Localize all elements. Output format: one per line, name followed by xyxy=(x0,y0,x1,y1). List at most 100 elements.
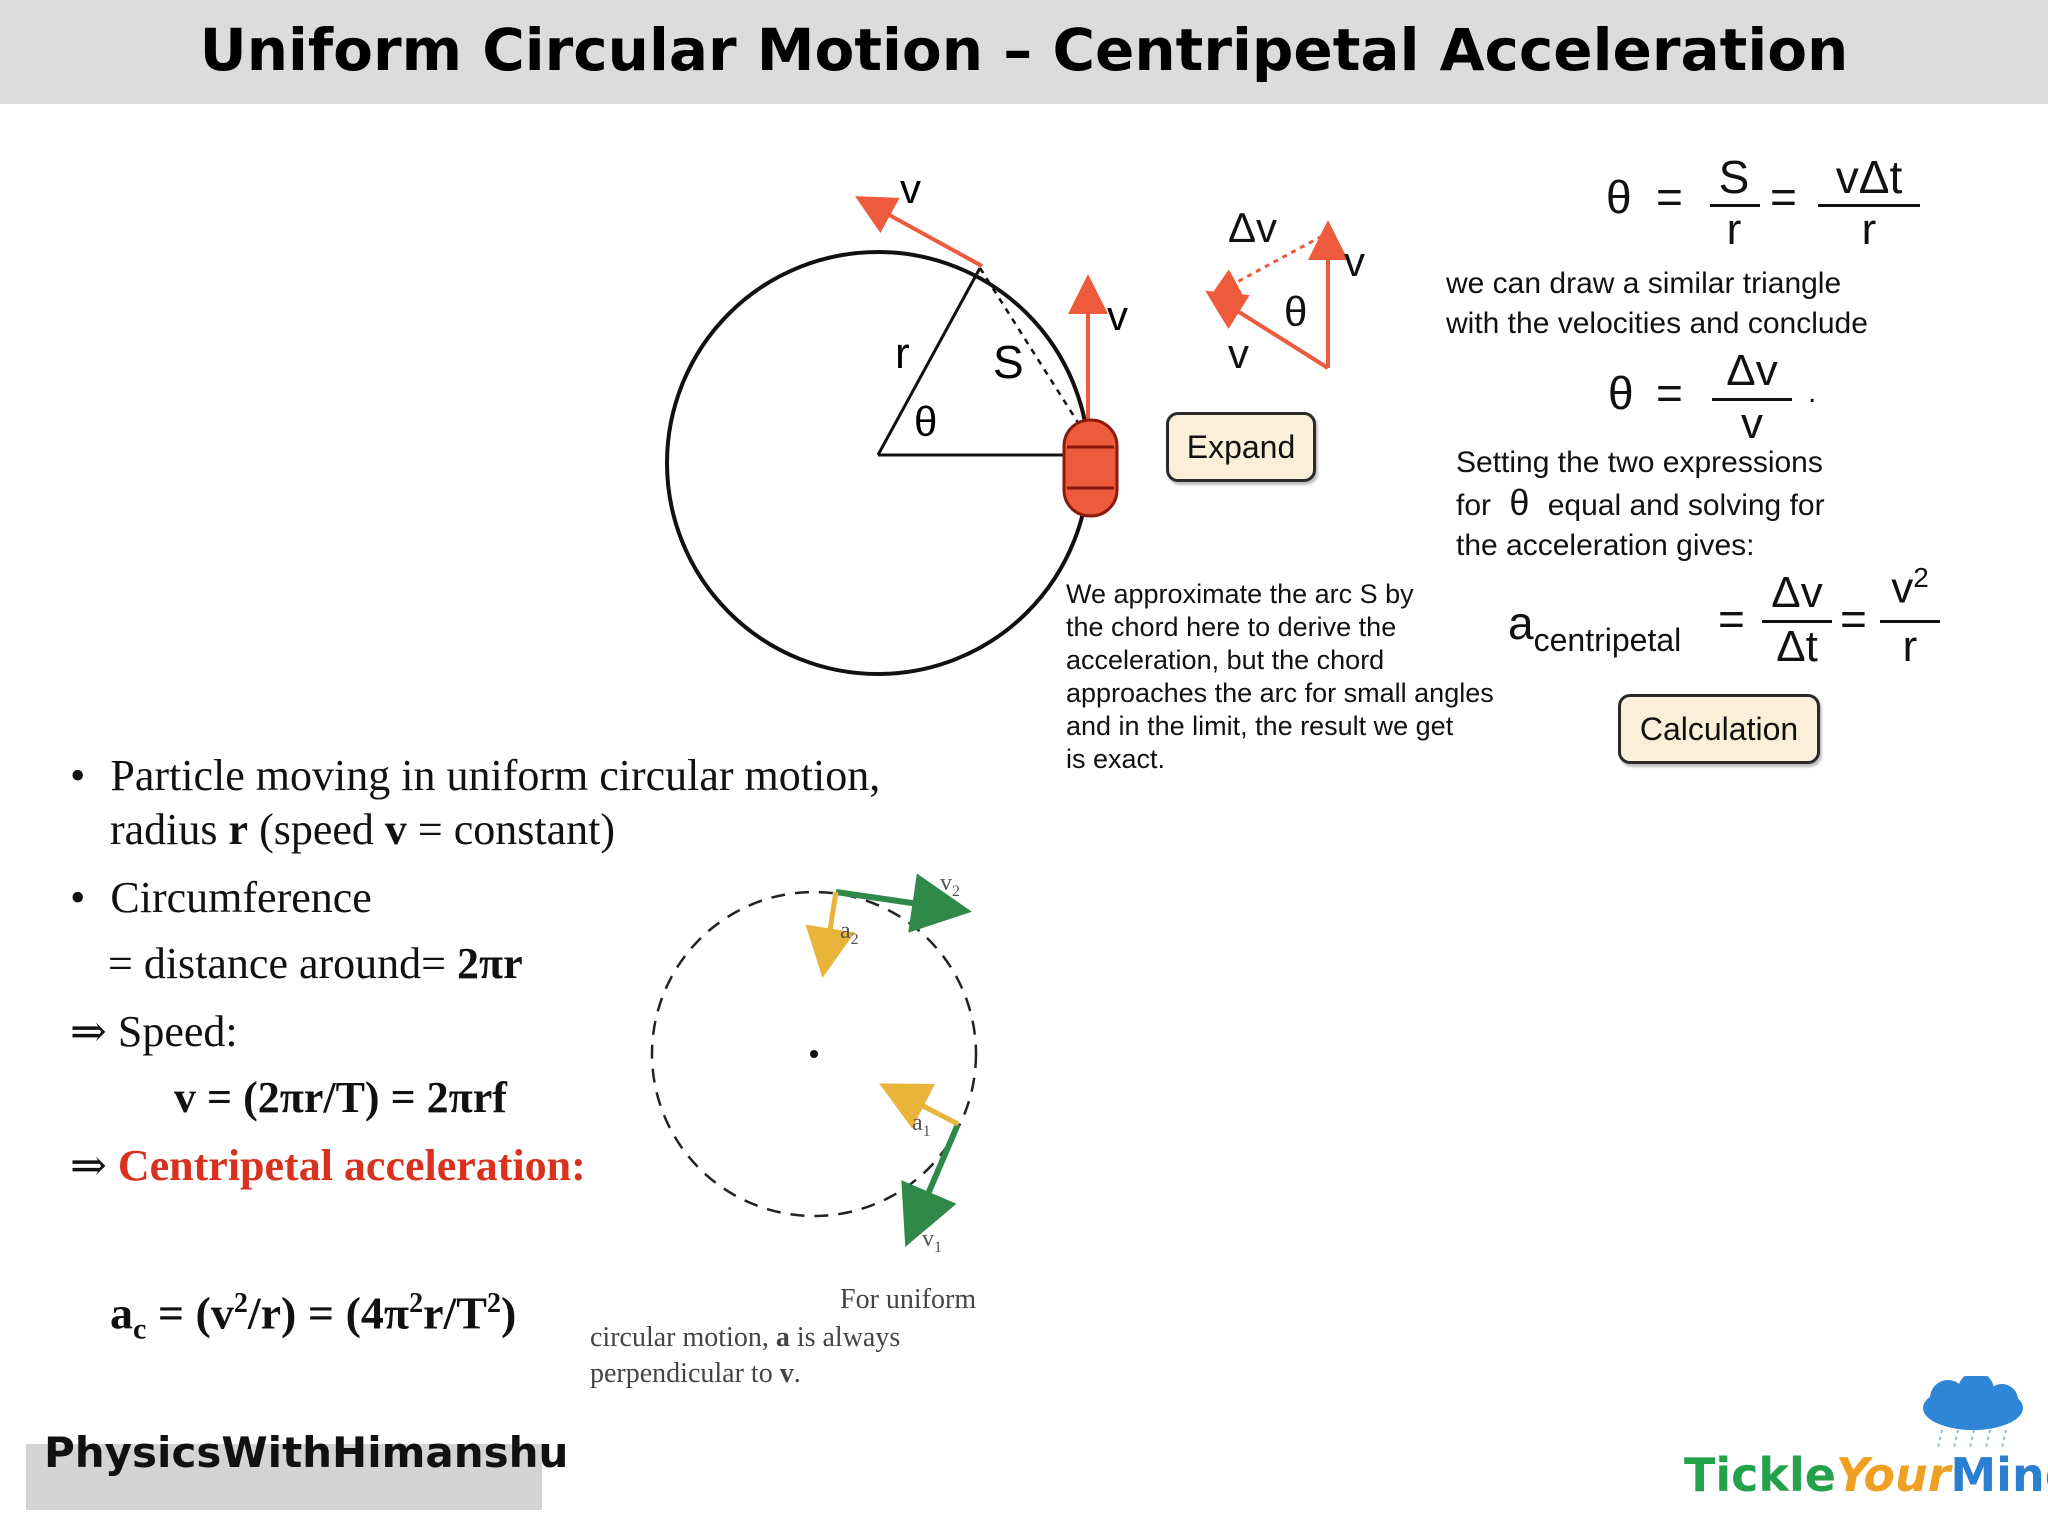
cloud-rain-icon xyxy=(1923,1376,2023,1448)
eq1-fraction-bar xyxy=(1818,204,1920,207)
bullet-text: Particle moving in uniform circular moti… xyxy=(110,751,881,800)
eq-part: = (v xyxy=(146,1287,234,1339)
car-icon xyxy=(1062,418,1119,518)
acceleration-a2-arrow xyxy=(805,891,855,978)
chord-line xyxy=(978,267,1091,441)
velocity-acceleration-diagram xyxy=(650,873,978,1248)
label-v-right: v xyxy=(1107,292,1128,339)
label-subscript: 1 xyxy=(922,1122,931,1140)
eq1-equals: = xyxy=(1656,171,1683,223)
page-title: Uniform Circular Motion – Centripetal Ac… xyxy=(199,16,1849,84)
eq3-equals: = xyxy=(1718,593,1745,645)
chord-note-line: We approximate the arc S by xyxy=(1066,579,1414,609)
eq-part: ) xyxy=(501,1287,517,1339)
label-base: a xyxy=(912,1110,923,1136)
speed-label: Speed: xyxy=(117,1007,238,1056)
eq3-a-base: a xyxy=(1508,597,1534,649)
caption-bold: v xyxy=(779,1358,794,1389)
bullet-text: Circumference xyxy=(110,873,372,922)
chord-note-line: is exact. xyxy=(1066,744,1166,774)
bullet-text: (speed xyxy=(248,805,385,854)
label-s: S xyxy=(993,336,1024,388)
note-line: the acceleration gives: xyxy=(1456,529,1755,562)
triangle-label-v-right: v xyxy=(1344,238,1365,285)
bullet-text: = distance around= xyxy=(108,939,457,988)
label-base: v xyxy=(940,870,952,896)
triangle-label-dv: Δv xyxy=(1228,204,1278,251)
eq2-dot: . xyxy=(1808,376,1817,409)
eq2-fraction-bar xyxy=(1712,398,1792,401)
acceleration-a1-arrow xyxy=(879,1083,960,1129)
expand-button[interactable]: Expand xyxy=(1166,412,1316,482)
circular-motion-diagram: v v r S θ xyxy=(665,165,1128,676)
bullet-1-line-1: • Particle moving in uniform circular mo… xyxy=(70,748,880,804)
caption-line-2: circular motion, a is always xyxy=(590,1322,900,1354)
note-word-for: for xyxy=(1456,489,1492,522)
label-a1: a1 xyxy=(912,1110,931,1141)
logo-word-tickle: Tickle xyxy=(1684,1448,1836,1502)
centripetal-acceleration-label: Centripetal acceleration: xyxy=(117,1141,586,1190)
eq2-num: Δv xyxy=(1726,346,1778,395)
eq-subscript: c xyxy=(133,1312,147,1346)
implies-arrow: ⇒ xyxy=(70,1141,107,1190)
calculation-button[interactable]: Calculation xyxy=(1618,694,1820,764)
label-base: v xyxy=(922,1226,934,1252)
eq3-num2: v2 xyxy=(1880,562,1940,614)
note-line: Setting the two expressions xyxy=(1456,446,1823,479)
eq1-den1: r xyxy=(1726,205,1742,254)
triangle-label-v-bottom: v xyxy=(1228,330,1249,377)
eq1-theta: θ xyxy=(1606,171,1632,223)
eq-part: /r) = (4π xyxy=(247,1287,410,1339)
chord-note-line: approaches the arc for small angles xyxy=(1066,678,1494,708)
bullet-bold: v xyxy=(384,805,407,854)
eq2-equals: = xyxy=(1656,367,1683,419)
eq3-num2-base: v xyxy=(1891,563,1914,613)
eq-superscript: 2 xyxy=(233,1288,248,1319)
caption-text: . xyxy=(793,1358,801,1389)
velocity-v1-arrow xyxy=(901,1122,961,1248)
title-bar xyxy=(0,0,2048,104)
bullet-text: = constant) xyxy=(406,805,616,854)
eq-superscript: 2 xyxy=(409,1288,424,1319)
label-v-top: v xyxy=(900,165,921,212)
tickleyourmind-logo: TickleYourMind xyxy=(1684,1448,2048,1502)
motion-circle xyxy=(665,250,1091,676)
caption-line-1: For uniform xyxy=(840,1284,977,1315)
caption-line-3: perpendicular to v. xyxy=(590,1358,801,1390)
label-theta: θ xyxy=(914,398,937,445)
eq-part: r/T xyxy=(423,1287,487,1339)
label-subscript: 1 xyxy=(934,1238,942,1256)
label-base: a xyxy=(840,918,851,944)
acceleration-heading: ⇒ Centripetal acceleration: xyxy=(70,1138,586,1194)
label-v2: v2 xyxy=(940,870,960,901)
caption-text: perpendicular to xyxy=(590,1358,780,1389)
similar-triangle-note: we can draw a similar triangle with the … xyxy=(1446,264,1868,344)
caption-bold: a xyxy=(775,1322,790,1353)
bullet-2: • Circumference xyxy=(70,870,372,926)
eq-superscript: 2 xyxy=(487,1288,501,1319)
speed-equation: v = (2πr/T) = 2πrf xyxy=(174,1073,507,1122)
eq3-fraction-bar xyxy=(1880,620,1940,623)
note-line: we can draw a similar triangle xyxy=(1446,267,1842,300)
bullet-2-line-2: = distance around= 2πr xyxy=(108,936,523,992)
eq3-a-subscript: centripetal xyxy=(1533,622,1682,658)
eq1-fraction-bar xyxy=(1710,204,1760,207)
acceleration-equation: ac = (v2/r) = (4π2r/T2) xyxy=(110,1276,516,1358)
chord-note-line: and in the limit, the result we get xyxy=(1066,711,1454,741)
bullet-dot: • xyxy=(70,873,86,922)
bullet-bold: 2πr xyxy=(456,939,523,988)
label-r: r xyxy=(895,329,910,378)
label-subscript: 2 xyxy=(952,882,960,900)
bullet-1-line-2: radius r (speed v = constant) xyxy=(110,802,615,858)
chord-note-line: the chord here to derive the xyxy=(1066,612,1397,642)
label-a2: a2 xyxy=(840,918,859,949)
note-theta: θ xyxy=(1509,482,1530,523)
eq3-den1: Δt xyxy=(1776,622,1818,671)
eq3-num1: Δv xyxy=(1771,568,1823,617)
velocity-triangle xyxy=(1205,220,1348,370)
watermark-text: PhysicsWithHimanshu xyxy=(44,1428,569,1477)
logo-word-mind: Mind xyxy=(1950,1448,2048,1502)
velocity-arrow-top xyxy=(854,196,983,268)
eq1-equals2: = xyxy=(1770,171,1797,223)
eq1-num2: vΔt xyxy=(1835,151,1903,203)
